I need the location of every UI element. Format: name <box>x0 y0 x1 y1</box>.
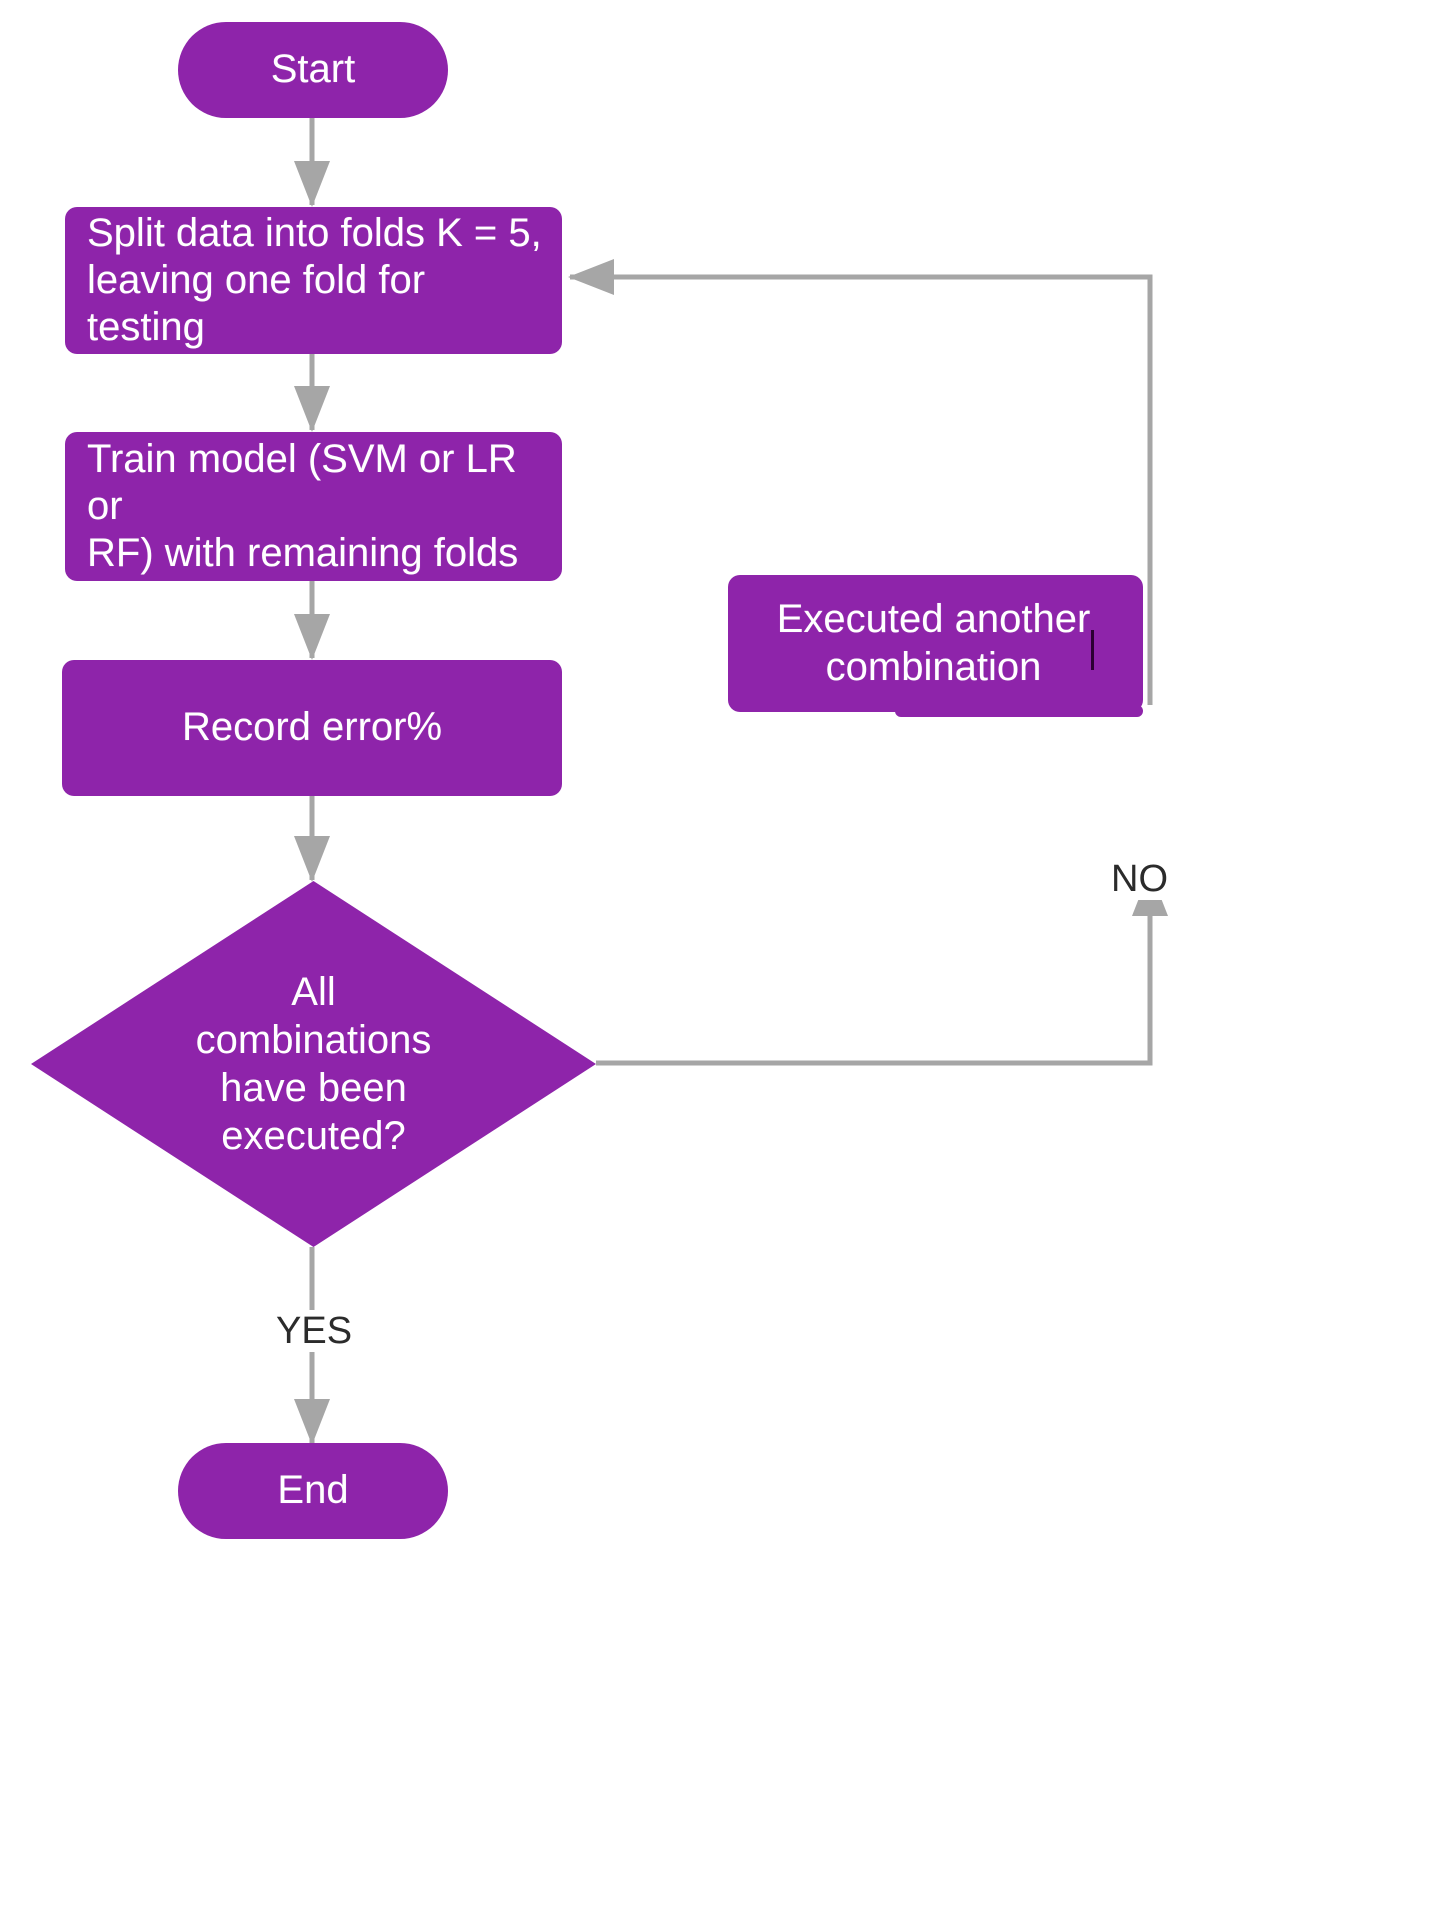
node-decision-all-combinations[interactable]: All combinations have been executed? <box>31 881 596 1247</box>
edge-label-no-text: NO <box>1111 858 1168 900</box>
node-train-model[interactable]: Train model (SVM or LR or RF) with remai… <box>65 432 562 581</box>
connector-another-to-split <box>568 259 1153 705</box>
node-end[interactable]: End <box>178 1443 448 1539</box>
node-split-data-label: Split data into folds K = 5, leaving one… <box>87 210 542 350</box>
text-cursor-caret <box>1091 629 1095 670</box>
edge-label-yes-text: YES <box>276 1310 353 1352</box>
node-start-label: Start <box>270 47 356 92</box>
node-split-data[interactable]: Split data into folds K = 5, leaving one… <box>65 207 562 354</box>
node-train-model-label: Train model (SVM or LR or RF) with remai… <box>87 436 519 576</box>
edge-label-no: NO <box>1105 858 1174 900</box>
node-start[interactable]: Start <box>178 22 448 118</box>
node-executed-another-combination-label: Executed another combination <box>776 597 1091 689</box>
connector-decision-no-to-another <box>596 870 1168 1066</box>
node-end-label: End <box>277 1468 349 1513</box>
edge-label-yes: YES <box>270 1310 359 1352</box>
node-decision-label: All combinations have been executed? <box>195 970 432 1158</box>
node-executed-another-combination-box[interactable]: Executed another combination <box>728 575 1143 712</box>
node-record-error-label: Record error% <box>181 705 443 750</box>
node-record-error[interactable]: Record error% <box>62 660 562 796</box>
